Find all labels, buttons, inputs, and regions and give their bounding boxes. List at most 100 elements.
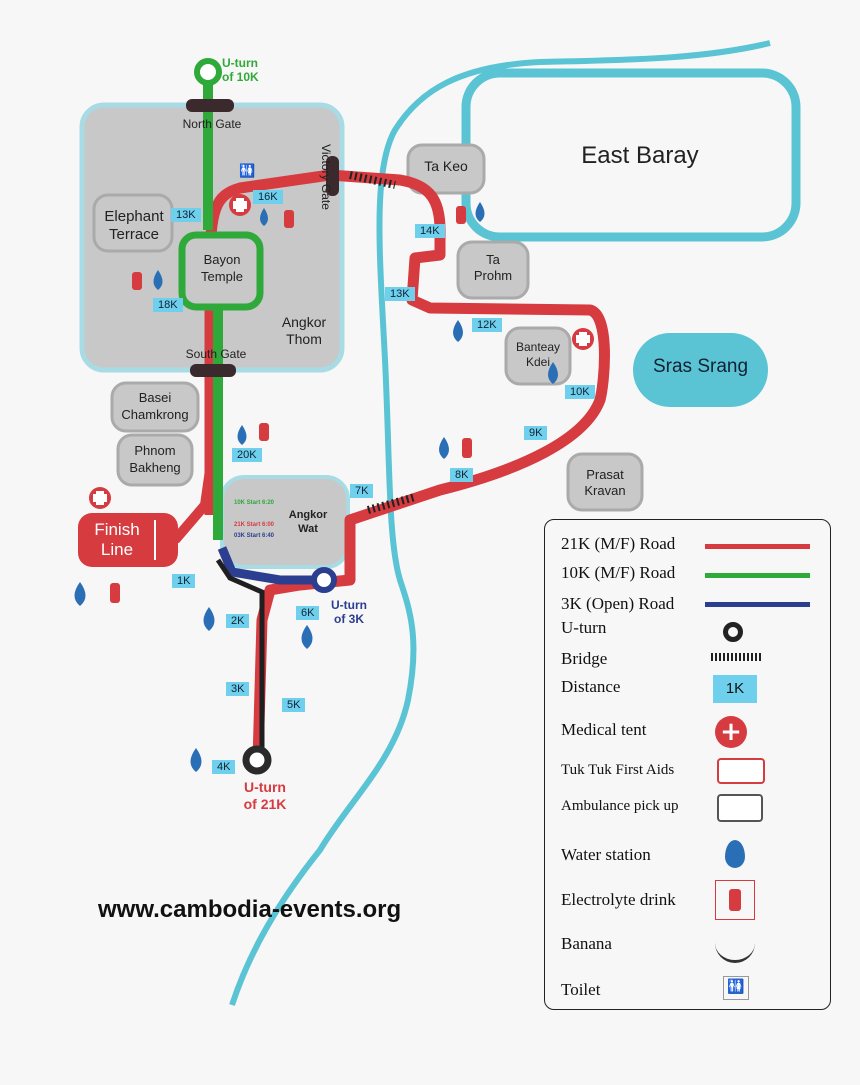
water-icon: [301, 625, 313, 649]
river: [229, 40, 771, 1006]
water-icon: [203, 607, 215, 631]
medical-tent-icon: [572, 328, 594, 350]
water-icon: [725, 840, 745, 868]
legend-21k-line: [705, 544, 810, 549]
ta-keo-box: [406, 143, 486, 195]
uturn-3k-label: U-turn of 3K: [331, 598, 367, 626]
elephant-terrace-box: [92, 193, 174, 253]
start-21k-label: 21K Start 6:00: [234, 522, 275, 528]
water-icon: [237, 425, 247, 445]
south-gate-bar: [190, 364, 236, 377]
distance-marker: 6K: [296, 606, 320, 620]
legend-bridge-label: Bridge: [561, 649, 608, 668]
ta-prohm-box: [456, 240, 530, 300]
electrolyte-icon: [715, 880, 755, 920]
medical-tent-icon: +: [715, 716, 747, 748]
electrolyte-icon: [110, 583, 120, 603]
bayon-loop: [178, 231, 264, 311]
toilet-icon: 🚻: [239, 163, 255, 179]
legend-3k-line: [705, 602, 810, 607]
phnom-bakheng-label: Phnom Bakheng: [129, 443, 181, 475]
start-10k-label: 10K Start 6:20: [234, 500, 275, 506]
electrolyte-icon: [259, 423, 269, 441]
water-icon: [548, 362, 558, 384]
legend-water-label: Water station: [561, 845, 651, 864]
legend-distance-label: Distance: [561, 677, 621, 696]
bridge-icon: [711, 653, 763, 661]
medical-tent-icon: [89, 487, 111, 509]
legend-10k-line: [705, 573, 810, 578]
electrolyte-icons: [110, 206, 472, 603]
legend-medical-label: Medical tent: [561, 720, 647, 739]
legend-ambulance-label: Ambulance pick up: [561, 798, 679, 814]
road-3k: [217, 546, 322, 585]
legend-uturn-label: U-turn: [561, 618, 607, 637]
angkor-thom-label: Angkor Thom: [281, 314, 327, 347]
start-3k-label: 03K Start 6:40: [234, 533, 275, 539]
bridge-icon: [366, 493, 417, 514]
water-icon: [475, 202, 485, 222]
north-gate-label: North Gate: [182, 117, 242, 131]
uturn-21k-icon: [242, 745, 272, 775]
ta-keo-label: Ta Keo: [424, 158, 468, 174]
legend-distance-box: 1K: [713, 675, 757, 703]
distance-marker: 14K: [415, 224, 445, 238]
water-icon: [153, 270, 163, 290]
website-url: www.cambodia-events.org: [98, 896, 402, 923]
water-icon: [439, 437, 449, 459]
uturn-10k-icon: [194, 58, 222, 86]
finish-line-box: [78, 513, 178, 567]
electrolyte-icon: [456, 206, 466, 224]
distance-marker: 13K: [385, 287, 415, 301]
toilet-icons: 🚻: [239, 163, 255, 179]
medical-tent-icon: [229, 194, 251, 216]
phnom-bakheng-box: [116, 433, 194, 487]
finish-line-label: Finish Line: [94, 520, 140, 559]
water-icon: [74, 582, 86, 606]
uturn-3k-icon: [311, 567, 337, 593]
banana-icon: [715, 930, 755, 963]
uturn-icon: [723, 622, 743, 642]
uturn-21k-label: U-turn of 21K: [243, 779, 287, 812]
east-baray-label: East Baray: [581, 142, 699, 169]
distance-marker: 9K: [524, 426, 548, 440]
sras-srang-label: Sras Srang: [652, 356, 749, 377]
victory-gate-label: Victory Gate: [319, 144, 333, 210]
victory-gate-bar: [326, 156, 339, 196]
bayon-temple-label: Bayon Temple: [201, 252, 243, 284]
legend-toilet-label: Toilet: [561, 980, 601, 999]
distance-marker: 10K: [565, 385, 595, 399]
distance-marker: 1K: [172, 574, 196, 588]
legend-3k-label: 3K (Open) Road: [561, 594, 675, 613]
distance-marker: 2K: [226, 614, 250, 628]
distance-marker: 18K: [153, 298, 183, 312]
distance-marker: 3K: [226, 682, 250, 696]
ambulance-icon: [717, 794, 763, 822]
legend: 21K (M/F) Road 10K (M/F) Road 3K (Open) …: [544, 519, 831, 1010]
legend-banana-label: Banana: [561, 934, 612, 953]
basei-chamkrong-box: [110, 381, 200, 433]
distance-marker: 20K: [232, 448, 262, 462]
elephant-terrace-label: Elephant Terrace: [104, 208, 164, 243]
banteay-kdei-label: Banteay Kdei: [515, 340, 561, 369]
distance-marker: 16K: [253, 190, 283, 204]
toilet-icon: 🚻: [723, 976, 749, 1000]
distance-marker: 12K: [472, 318, 502, 332]
uturn-10k-label: U-turn of 10K: [222, 56, 259, 84]
legend-10k-label: 10K (M/F) Road: [561, 563, 676, 582]
prasat-kravan-box: [566, 452, 644, 512]
road-21k-finish: [171, 469, 215, 544]
sras-srang-pool: [633, 333, 768, 407]
legend-tuktuk-label: Tuk Tuk First Aids: [561, 762, 675, 778]
tuktuk-icon: [717, 758, 765, 784]
water-drops: [74, 202, 558, 772]
water-icon: [260, 208, 268, 226]
water-icon: [453, 320, 463, 342]
prasat-kravan-label: Prasat Kravan: [584, 467, 626, 498]
distance-marker: 7K: [350, 484, 374, 498]
distance-marker: 5K: [282, 698, 306, 712]
shared-road: [215, 558, 265, 760]
road-21k: [204, 169, 610, 761]
legend-electrolyte-label: Electrolyte drink: [561, 890, 676, 909]
